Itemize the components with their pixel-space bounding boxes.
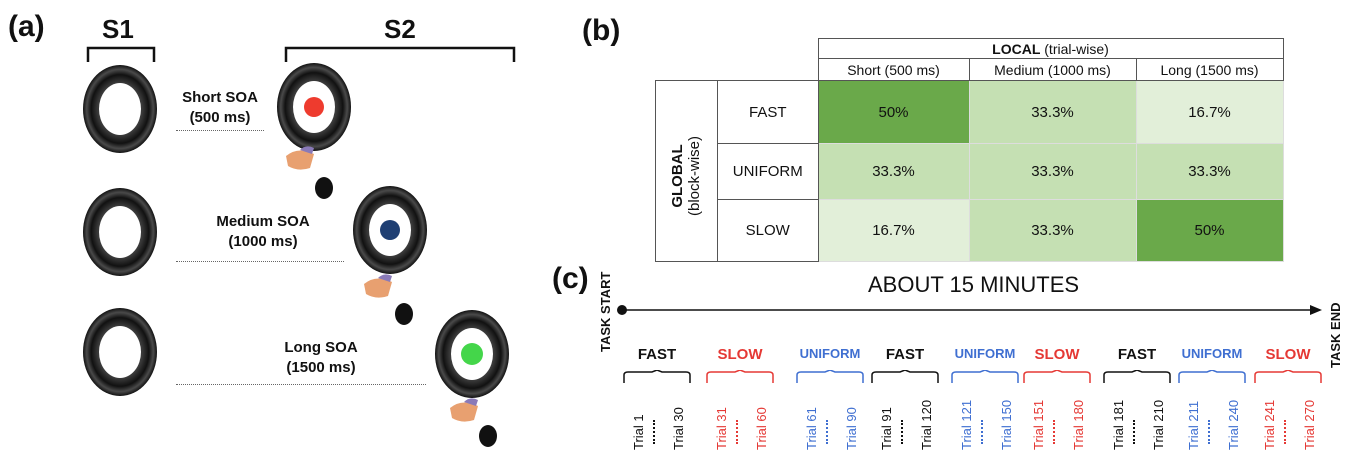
cell-uniform-long: 33.3% <box>1135 143 1284 200</box>
block-last-trial-8: Trial 270 <box>1302 399 1317 450</box>
block-last-trial-7: Trial 240 <box>1226 399 1241 450</box>
block-ellipsis-6 <box>1133 420 1135 444</box>
block-ellipsis-3 <box>901 420 903 444</box>
soa-short-dotted-line <box>176 130 264 131</box>
hand-mouse-icon-medium <box>364 274 413 325</box>
target-dot-blue <box>380 220 400 240</box>
target-dot-green <box>461 343 483 365</box>
block-last-trial-3: Trial 120 <box>919 399 934 450</box>
block-last-trial-5: Trial 180 <box>1071 399 1086 450</box>
hand-mouse-icon-short <box>286 146 333 199</box>
block-name-1: SLOW <box>717 346 763 363</box>
block-first-trial-6: Trial 181 <box>1111 399 1126 450</box>
soa-short-name: Short SOA <box>182 89 258 106</box>
block-ellipsis-2 <box>826 420 828 444</box>
soa-short-text: Short SOA (500 ms) <box>160 88 280 128</box>
block-name-0: FAST <box>637 346 677 363</box>
soa-long-name: Long SOA <box>284 339 358 356</box>
probability-matrix: LOCAL (trial-wise) Short (500 ms) Medium… <box>655 38 1284 262</box>
cell-fast-short: 50% <box>817 80 970 144</box>
cell-slow-medium: 33.3% <box>968 199 1137 262</box>
s1-bracket <box>86 46 156 62</box>
block-ellipsis-8 <box>1284 420 1286 444</box>
s2-label: S2 <box>384 14 416 44</box>
block-bracket-1 <box>706 370 774 383</box>
panel-b-label: (b) <box>582 14 621 47</box>
block-bracket-4 <box>951 370 1019 383</box>
soa-medium-duration: (1000 ms) <box>228 233 298 250</box>
block-ellipsis-4 <box>981 420 983 444</box>
soa-medium-text: Medium SOA (1000 ms) <box>198 212 328 252</box>
cell-uniform-short: 33.3% <box>817 143 970 200</box>
block-name-5: SLOW <box>1034 346 1080 363</box>
block-last-trial-1: Trial 60 <box>754 407 769 450</box>
s1-ring-long <box>83 308 157 396</box>
global-title-cell: GLOBAL (block-wise) <box>655 80 718 262</box>
block-bracket-3 <box>871 370 939 383</box>
block-first-trial-4: Trial 121 <box>959 399 974 450</box>
cell-uniform-medium: 33.3% <box>968 143 1137 200</box>
block-bracket-5 <box>1023 370 1091 383</box>
col-header-short: Short (500 ms) <box>817 58 970 81</box>
target-dot-red <box>304 97 324 117</box>
panel-c-label: (c) <box>552 262 589 295</box>
hand-mouse-icon-long <box>450 398 497 447</box>
block-ellipsis-1 <box>736 420 738 444</box>
block-first-trial-3: Trial 91 <box>879 407 894 450</box>
block-bracket-7 <box>1178 370 1246 383</box>
panel-a-label: (a) <box>8 10 45 43</box>
block-name-4: UNIFORM <box>954 346 1016 361</box>
block-bracket-8 <box>1254 370 1322 383</box>
block-first-trial-0: Trial 1 <box>631 414 646 450</box>
global-title: GLOBAL <box>669 143 687 208</box>
block-last-trial-0: Trial 30 <box>671 407 686 450</box>
block-last-trial-6: Trial 210 <box>1151 399 1166 450</box>
s1-ring-short <box>83 65 157 153</box>
s1-ring-medium <box>83 188 157 276</box>
block-bracket-6 <box>1103 370 1171 383</box>
col-header-medium: Medium (1000 ms) <box>968 58 1137 81</box>
block-last-trial-4: Trial 150 <box>999 399 1014 450</box>
block-first-trial-1: Trial 31 <box>714 407 729 450</box>
block-first-trial-5: Trial 151 <box>1031 399 1046 450</box>
s2-ring-medium <box>353 186 427 274</box>
soa-short-duration: (500 ms) <box>189 109 251 126</box>
row-header-fast: FAST <box>717 80 819 144</box>
soa-long-text: Long SOA (1500 ms) <box>256 338 386 378</box>
col-header-long: Long (1500 ms) <box>1135 58 1284 81</box>
panel-a-diagram <box>83 46 516 447</box>
soa-medium-name: Medium SOA <box>216 213 310 230</box>
block-ellipsis-0 <box>653 420 655 444</box>
block-first-trial-7: Trial 211 <box>1186 400 1201 450</box>
block-name-2: UNIFORM <box>799 346 861 361</box>
block-name-6: FAST <box>1117 346 1157 363</box>
row-header-uniform: UNIFORM <box>717 143 819 200</box>
row-header-slow: SLOW <box>717 199 819 262</box>
s2-ring-long <box>435 310 509 398</box>
s1-label: S1 <box>102 14 134 44</box>
cell-fast-medium: 33.3% <box>968 80 1137 144</box>
block-bracket-0 <box>623 370 691 383</box>
block-bracket-2 <box>796 370 864 383</box>
cell-slow-short: 16.7% <box>817 199 970 262</box>
soa-medium-dotted-line <box>176 261 344 262</box>
block-ellipsis-5 <box>1053 420 1055 444</box>
duration-label: ABOUT 15 MINUTES <box>868 272 1080 297</box>
soa-long-dotted-line <box>176 384 426 385</box>
cell-slow-long: 50% <box>1135 199 1284 262</box>
cell-fast-long: 16.7% <box>1135 80 1284 144</box>
s2-bracket <box>284 46 516 62</box>
block-name-7: UNIFORM <box>1181 346 1243 361</box>
soa-long-duration: (1500 ms) <box>286 359 356 376</box>
block-last-trial-2: Trial 90 <box>844 407 859 450</box>
local-title: LOCAL (trial-wise) <box>817 38 1284 59</box>
block-first-trial-8: Trial 241 <box>1262 399 1277 450</box>
global-subtitle: (block-wise) <box>686 135 704 216</box>
timeline-arrow <box>617 305 1322 315</box>
block-first-trial-2: Trial 61 <box>804 407 819 450</box>
block-name-8: SLOW <box>1265 346 1311 363</box>
block-name-3: FAST <box>885 346 925 363</box>
s2-ring-short <box>277 63 351 151</box>
block-ellipsis-7 <box>1208 420 1210 444</box>
